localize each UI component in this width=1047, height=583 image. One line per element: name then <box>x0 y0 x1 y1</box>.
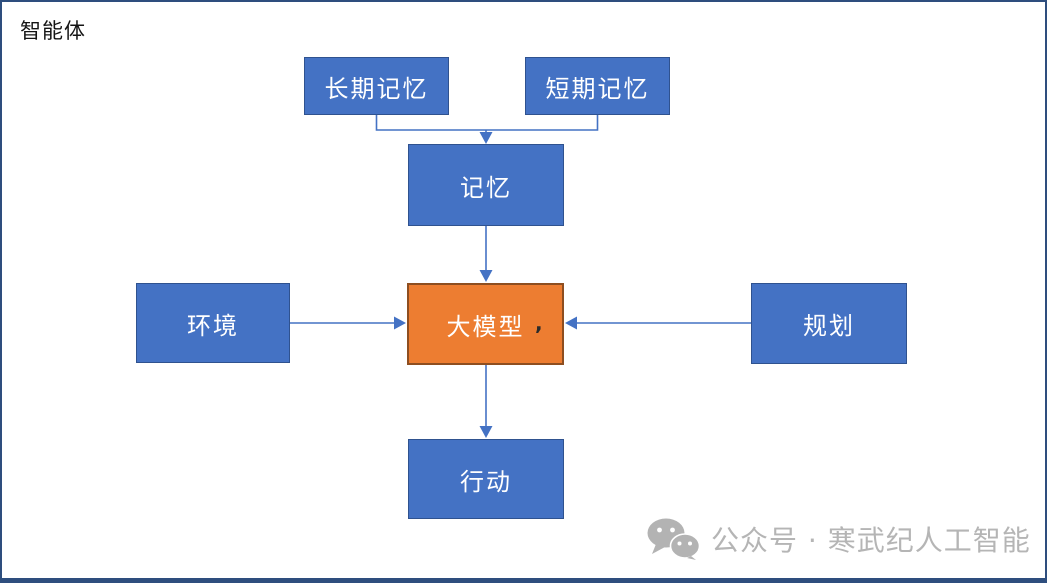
page-title: 智能体 <box>20 19 86 43</box>
node-label: 规划 <box>803 312 855 340</box>
node-label: 环境 <box>187 311 239 340</box>
node-label: 行动 <box>460 467 512 496</box>
watermark-text: 公众号 · 寒武纪人工智能 <box>711 524 1031 557</box>
node-label: 短期记忆 <box>545 74 650 103</box>
watermark: 公众号 · 寒武纪人工智能 <box>647 518 1031 560</box>
node-large-model: 大模型 <box>407 283 564 365</box>
stray-mark: , <box>535 311 543 335</box>
node-action: 行动 <box>408 439 564 519</box>
node-long-term-memory: 长期记忆 <box>304 57 449 115</box>
node-memory: 记忆 <box>408 144 564 226</box>
node-label: 大模型 <box>446 312 525 341</box>
node-environment: 环境 <box>136 283 290 363</box>
node-label: 记忆 <box>460 173 512 202</box>
node-label: 长期记忆 <box>324 74 429 103</box>
wechat-icon <box>647 518 701 560</box>
node-short-term-memory: 短期记忆 <box>525 57 670 115</box>
node-planning: 规划 <box>751 283 907 364</box>
